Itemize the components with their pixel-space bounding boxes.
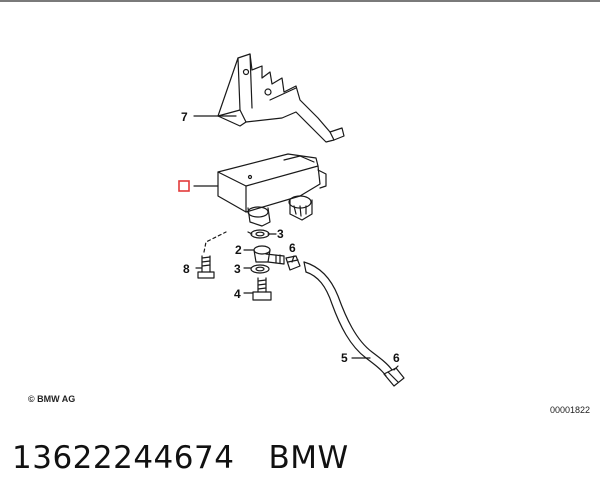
part-number: 13622244674 bbox=[12, 440, 235, 476]
highlight-box bbox=[178, 180, 190, 192]
copyright-text: © BMW AG bbox=[28, 394, 76, 404]
callout-6-clamp: 6 bbox=[289, 241, 296, 255]
leader-lines bbox=[193, 115, 399, 371]
callout-3-lower: 3 bbox=[234, 262, 241, 276]
callout-6-end: 6 bbox=[393, 351, 400, 365]
brand-name: BMW bbox=[268, 440, 349, 476]
part-caption: 13622244674 BMW bbox=[12, 440, 383, 476]
vacuum-hose bbox=[303, 261, 393, 377]
banjo-fitting bbox=[253, 245, 285, 265]
callout-8: 8 bbox=[183, 262, 190, 276]
callout-2: 2 bbox=[235, 243, 242, 257]
control-module bbox=[217, 153, 327, 227]
callout-4: 4 bbox=[234, 287, 241, 301]
washer-upper bbox=[250, 229, 270, 239]
hose-end-clamp bbox=[383, 367, 405, 387]
washer-lower bbox=[250, 264, 270, 274]
parts-diagram: 7 3 2 6 8 3 4 5 6 bbox=[178, 53, 405, 387]
assembly-line bbox=[203, 231, 227, 253]
top-border bbox=[0, 0, 600, 2]
bolt-8 bbox=[197, 255, 215, 279]
document-number: 00001822 bbox=[549, 405, 590, 415]
callout-3-upper: 3 bbox=[277, 227, 284, 241]
mounting-bracket bbox=[217, 53, 345, 143]
callout-7: 7 bbox=[181, 110, 188, 124]
hose-clamp bbox=[285, 255, 301, 271]
bolt-4 bbox=[252, 277, 272, 301]
callout-5: 5 bbox=[341, 351, 348, 365]
